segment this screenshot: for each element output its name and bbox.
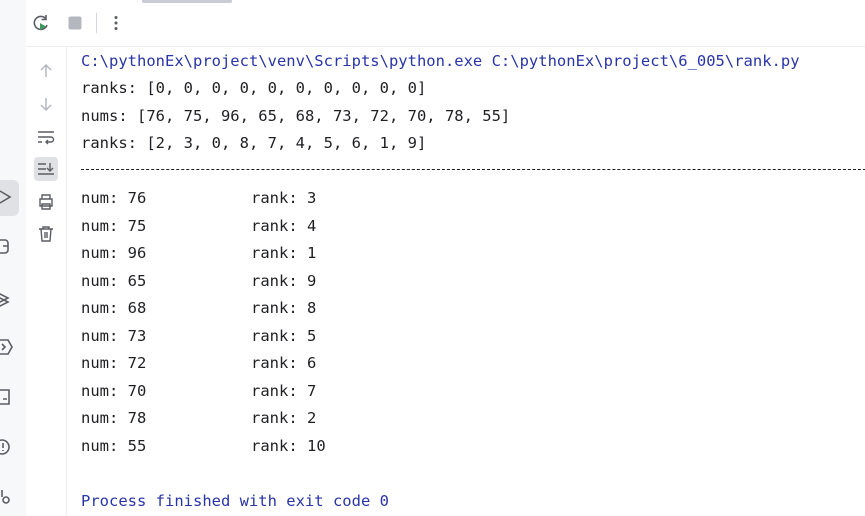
rank-value: rank: 8 [251, 299, 317, 317]
exit-message: Process finished with exit code 0 [81, 492, 389, 510]
result-row: num: 78 rank: 2 [81, 407, 316, 429]
print-button[interactable] [34, 190, 58, 214]
down-button[interactable] [34, 92, 58, 116]
result-row: num: 65 rank: 9 [81, 270, 316, 292]
tab-indicator [142, 0, 232, 3]
result-row: num: 75 rank: 4 [81, 215, 316, 237]
print-icon [39, 194, 53, 210]
rank-value: rank: 6 [251, 354, 317, 372]
rank-value: rank: 1 [251, 244, 317, 262]
scroll-to-end-button[interactable] [34, 157, 58, 181]
clear-all-button[interactable] [34, 222, 58, 246]
result-row: num: 96 rank: 1 [81, 242, 316, 264]
down-arrow-icon [40, 98, 52, 112]
stop-button[interactable] [64, 12, 86, 34]
toolbar-divider [96, 13, 97, 33]
num-value: num: 75 [81, 217, 147, 235]
rank-value: rank: 3 [251, 189, 317, 207]
num-value: num: 96 [81, 244, 147, 262]
rank-value: rank: 9 [251, 272, 317, 290]
result-row: num: 55 rank: 10 [81, 435, 326, 457]
num-value: num: 72 [81, 354, 147, 372]
terminal-icon[interactable] [0, 384, 22, 410]
tool-window-strip [0, 0, 27, 516]
up-arrow-icon [40, 63, 52, 77]
result-row: num: 72 rank: 6 [81, 352, 316, 374]
separator-line [81, 169, 865, 170]
result-row: num: 73 rank: 5 [81, 325, 316, 347]
problems-icon[interactable] [0, 434, 22, 460]
num-value: num: 70 [81, 382, 147, 400]
num-value: num: 65 [81, 272, 147, 290]
layers-icon[interactable] [0, 285, 22, 311]
run-toolbar [26, 0, 865, 47]
result-row: num: 76 rank: 3 [81, 187, 316, 209]
output-line: ranks: [0, 0, 0, 0, 0, 0, 0, 0, 0, 0] [81, 79, 427, 97]
num-value: num: 78 [81, 409, 147, 427]
console-side-toolbar [26, 47, 67, 516]
rank-value: rank: 5 [251, 327, 317, 345]
result-row: num: 70 rank: 7 [81, 380, 316, 402]
rank-value: rank: 10 [251, 437, 326, 455]
rerun-button[interactable] [30, 12, 52, 34]
output-line: ranks: [2, 3, 0, 8, 7, 4, 5, 6, 1, 9] [81, 134, 427, 152]
rerun-icon [33, 15, 48, 31]
more-vertical-icon [114, 16, 118, 30]
more-options-button[interactable] [105, 12, 127, 34]
soft-wrap-button[interactable] [34, 125, 58, 149]
command-line[interactable]: C:\pythonEx\project\venv\Scripts\python.… [81, 52, 800, 70]
python-console-icon[interactable] [0, 234, 22, 260]
rank-value: rank: 7 [251, 382, 317, 400]
up-button[interactable] [34, 59, 58, 83]
rank-value: rank: 4 [251, 217, 317, 235]
num-value: num: 68 [81, 299, 147, 317]
num-value: num: 55 [81, 437, 147, 455]
trash-icon [39, 226, 53, 242]
rank-value: rank: 2 [251, 409, 317, 427]
num-value: num: 73 [81, 327, 147, 345]
stop-icon [68, 16, 82, 30]
scroll-to-end-icon [38, 163, 54, 175]
services-icon[interactable] [0, 334, 22, 360]
vcs-icon[interactable] [0, 484, 22, 510]
soft-wrap-icon [38, 131, 55, 145]
output-line: nums: [76, 75, 96, 65, 68, 73, 72, 70, 7… [81, 107, 511, 125]
num-value: num: 76 [81, 189, 147, 207]
result-row: num: 68 rank: 8 [81, 297, 316, 319]
run-tool-icon[interactable] [0, 184, 22, 210]
